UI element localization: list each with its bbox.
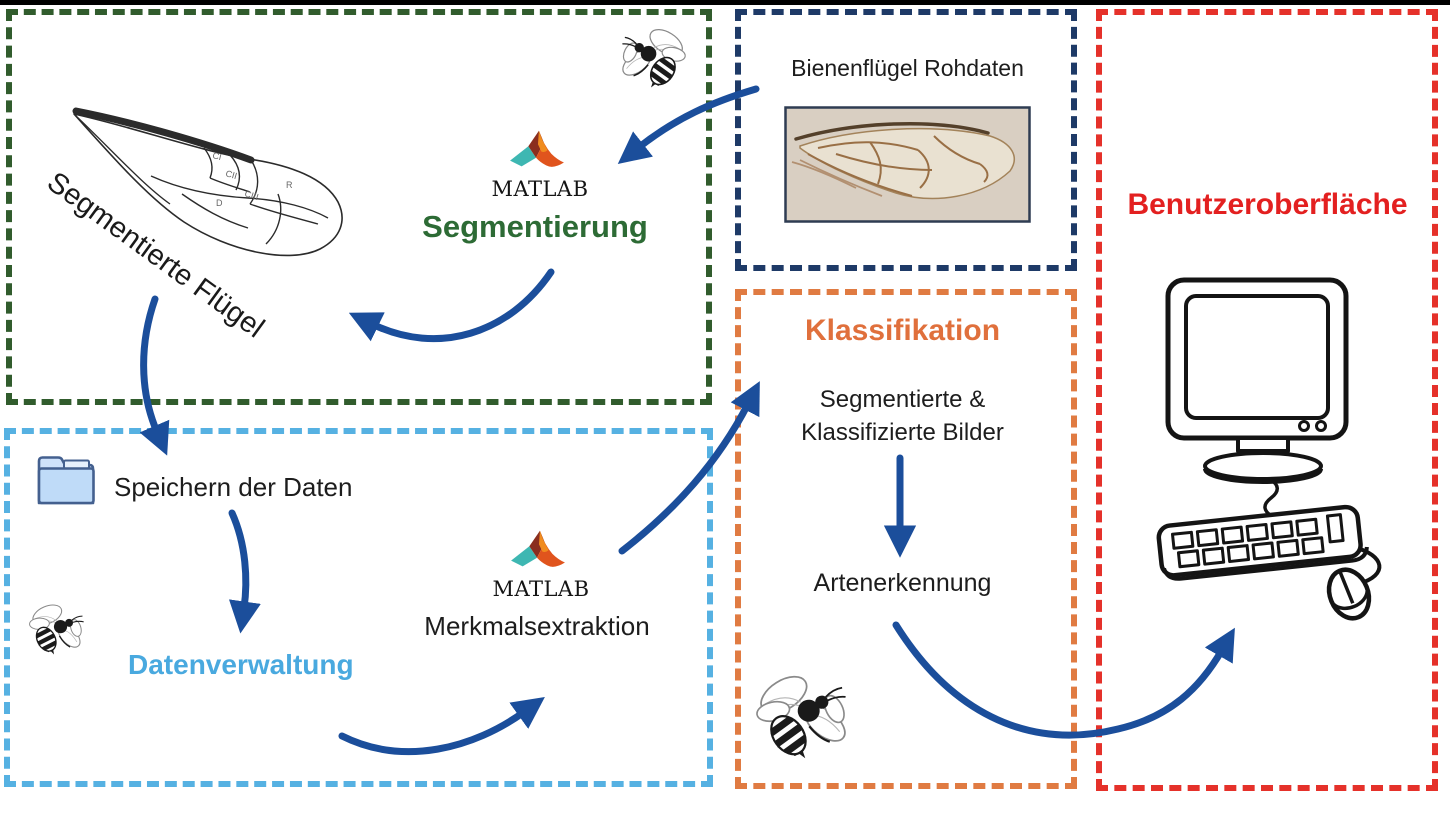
wing-cell-label-r: R	[286, 180, 293, 190]
rawdata-title: Bienenflügel Rohdaten	[791, 55, 1024, 81]
ui-title: Benutzeroberfläche	[1127, 188, 1408, 221]
wing-cell-label-d: D	[216, 198, 223, 208]
matlab-logo-icon	[510, 130, 564, 167]
wing-cell-label-c2: CII	[224, 168, 238, 181]
top-black-bar	[0, 0, 1450, 5]
feature-extraction-label: Merkmalsextraktion	[424, 611, 650, 641]
segmentation-section-box	[6, 9, 712, 405]
computer-icon	[1156, 277, 1382, 621]
matlab-wordmark: MATLAB	[492, 577, 590, 601]
classified-images-label: Segmentierte & Klassifizierte Bilder	[770, 383, 1035, 449]
bee-icon	[741, 661, 862, 782]
bee-icon	[608, 18, 700, 104]
data-section-box	[4, 428, 713, 787]
matlab-wordmark: MATLAB	[491, 177, 589, 201]
wing-cell-label-c3: CIII	[243, 188, 259, 202]
ui-section-box	[1096, 9, 1438, 791]
save-data-label: Speichern der Daten	[114, 472, 353, 502]
species-recognition-label: Artenerkennung	[813, 569, 992, 597]
data-management-title: Datenverwaltung	[128, 649, 354, 680]
matlab-logo-icon	[511, 530, 565, 567]
wing-cell-label-c1: CI	[212, 150, 223, 162]
bee-wing-photo	[784, 106, 1031, 223]
classified-images-line1: Segmentierte &	[819, 386, 986, 413]
segmented-wing-drawing: CI CII CIII D R	[72, 107, 343, 257]
folder-icon	[37, 456, 95, 505]
classified-images-line2: Klassifizierte Bilder	[801, 419, 1004, 446]
segmentation-title: Segmentierung	[422, 209, 648, 244]
classification-title: Klassifikation	[804, 314, 1001, 347]
